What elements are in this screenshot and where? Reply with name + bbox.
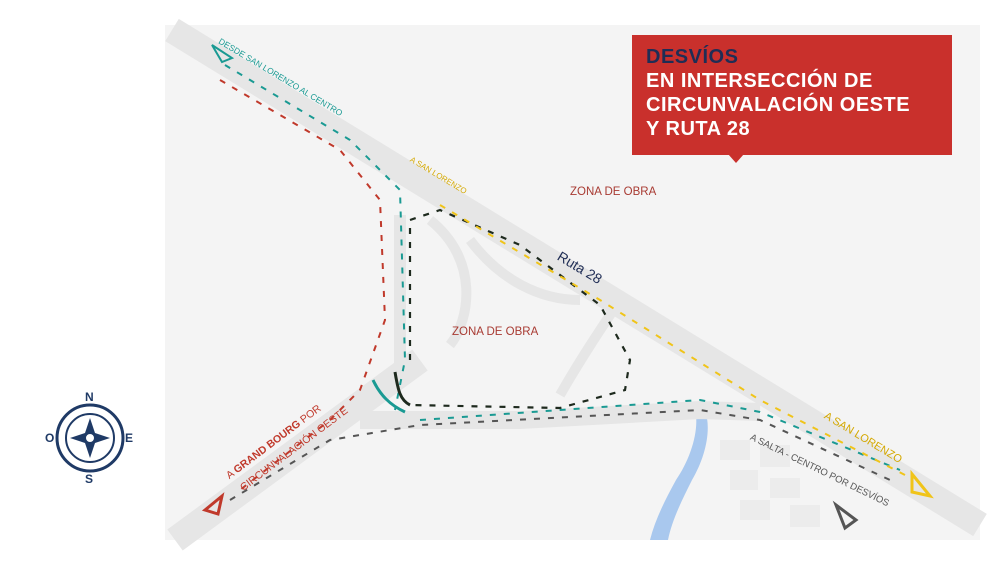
city-blocks	[720, 440, 820, 527]
compass-east: E	[125, 431, 134, 445]
title-line-1: DESVÍOS	[646, 46, 739, 68]
gray-end-arrow-icon	[832, 500, 859, 531]
teal-route	[224, 64, 901, 471]
compass-west: O	[45, 431, 55, 445]
compass-rose-icon	[55, 403, 125, 473]
zona-obra-label-2: ZONA DE OBRA	[452, 326, 539, 338]
red-end-arrow-icon	[201, 492, 225, 516]
compass-north: N	[85, 390, 94, 404]
title-line-4: Y RUTA 28	[646, 118, 751, 140]
title-line-2: EN INTERSECCIÓN DE	[646, 70, 873, 92]
yellow-start-arrow-icon	[910, 469, 934, 499]
river	[650, 410, 708, 540]
compass-south: S	[85, 472, 94, 486]
teal-start-arrow-icon	[211, 44, 235, 64]
dark-turn-arrow	[393, 371, 411, 407]
red-route	[219, 79, 387, 491]
title-box: DESVÍOS EN INTERSECCIÓN DE CIRCUNVALACIÓ…	[632, 35, 952, 155]
title-line-3: CIRCUNVALACIÓN OESTE	[646, 94, 911, 116]
teal-turn-arrow	[371, 379, 406, 414]
title-pointer	[728, 154, 744, 163]
zona-obra-label-1: ZONA DE OBRA	[570, 186, 657, 198]
yellow-route	[439, 204, 906, 476]
